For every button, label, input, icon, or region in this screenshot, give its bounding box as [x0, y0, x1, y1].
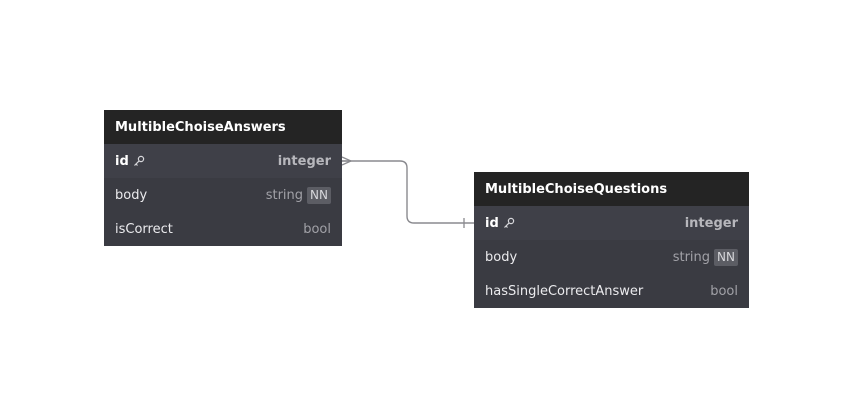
column-name: id: [485, 216, 515, 231]
column-type: integer: [685, 216, 738, 231]
not-null-badge: NN: [714, 248, 738, 266]
column-type: integer: [278, 154, 331, 169]
column-type: bool: [303, 222, 331, 237]
column-type-text: string: [265, 187, 304, 203]
key-icon: [503, 217, 514, 228]
column-type-text: bool: [303, 221, 331, 237]
relationship-line: [342, 160, 474, 224]
column-name: body: [115, 188, 147, 203]
table-row-hassinglecorrectanswer[interactable]: hasSingleCorrectAnswer bool: [474, 274, 749, 308]
column-name-text: id: [485, 215, 499, 231]
table-title: MultibleChoiseQuestions: [485, 181, 668, 197]
column-name-text: hasSingleCorrectAnswer: [485, 283, 644, 299]
column-type: string NN: [672, 248, 738, 266]
not-null-badge: NN: [307, 186, 331, 204]
column-name-text: isCorrect: [115, 221, 173, 237]
column-name-text: id: [115, 153, 129, 169]
table-multiblechoisequestions[interactable]: MultibleChoiseQuestions id integer body …: [474, 172, 749, 308]
table-row-body[interactable]: body string NN: [474, 240, 749, 274]
column-type: bool: [710, 284, 738, 299]
column-type-text: bool: [710, 283, 738, 299]
table-header[interactable]: MultibleChoiseAnswers: [104, 110, 342, 144]
table-row-id[interactable]: id integer: [474, 206, 749, 240]
column-name-text: body: [115, 187, 148, 203]
table-header[interactable]: MultibleChoiseQuestions: [474, 172, 749, 206]
column-name: id: [115, 154, 145, 169]
table-row-iscorrect[interactable]: isCorrect bool: [104, 212, 342, 246]
column-name: body: [485, 250, 517, 265]
table-row-body[interactable]: body string NN: [104, 178, 342, 212]
column-type-text: string: [672, 249, 711, 265]
column-type-text: integer: [684, 215, 738, 231]
table-multiblechoiseanswers[interactable]: MultibleChoiseAnswers id integer body st…: [104, 110, 342, 246]
column-name: isCorrect: [115, 222, 173, 237]
column-name: hasSingleCorrectAnswer: [485, 284, 643, 299]
table-row-id[interactable]: id integer: [104, 144, 342, 178]
column-name-text: body: [485, 249, 518, 265]
crows-foot-marker: [341, 156, 353, 166]
table-title: MultibleChoiseAnswers: [115, 119, 286, 135]
key-icon: [133, 155, 144, 166]
column-type-text: integer: [277, 153, 331, 169]
column-type: string NN: [265, 186, 331, 204]
